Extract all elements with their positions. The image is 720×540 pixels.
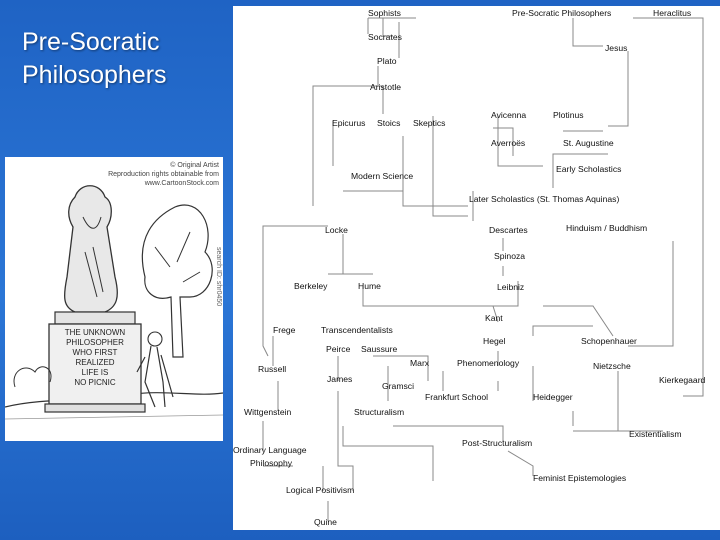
philosopher-cartoon: THE UNKNOWN PHILOSOPHER WHO FIRST REALIZ… xyxy=(5,157,223,441)
diagram-nodes: Sophists Pre-Socratic Philosophers Herac… xyxy=(233,8,706,527)
search-id: search ID: shr0450 xyxy=(215,247,222,306)
node-averroes: Averroës xyxy=(491,138,525,148)
node-modern-science: Modern Science xyxy=(351,171,413,181)
philosophy-lineage-diagram: Sophists Pre-Socratic Philosophers Herac… xyxy=(233,6,720,530)
cartoon-drawing: THE UNKNOWN PHILOSOPHER WHO FIRST REALIZ… xyxy=(5,161,223,420)
node-avicenna: Avicenna xyxy=(491,110,526,120)
node-wittgenstein: Wittgenstein xyxy=(244,407,292,417)
node-structuralism: Structuralism xyxy=(354,407,404,417)
node-later-scholastics: Later Scholastics (St. Thomas Aquinas) xyxy=(469,194,619,204)
lineage-svg: Sophists Pre-Socratic Philosophers Herac… xyxy=(233,8,706,527)
node-socrates: Socrates xyxy=(368,32,402,42)
plaque-line-2: PHILOSOPHER xyxy=(66,338,124,347)
node-ordinary-language-1: Ordinary Language xyxy=(233,445,307,455)
node-leibniz: Leibniz xyxy=(497,282,524,292)
node-skeptics: Skeptics xyxy=(413,118,445,128)
node-augustine: St. Augustine xyxy=(563,138,614,148)
node-russell: Russell xyxy=(258,364,286,374)
credit-line-1: © Original Artist xyxy=(170,161,219,169)
node-hinduism: Hinduism / Buddhism xyxy=(566,223,647,233)
node-saussure: Saussure xyxy=(361,344,398,354)
node-plotinus: Plotinus xyxy=(553,110,584,120)
node-post-structuralism: Post-Structuralism xyxy=(462,438,532,448)
node-early-scholastics: Early Scholastics xyxy=(556,164,621,174)
node-nietzsche: Nietzsche xyxy=(593,361,631,371)
plaque-line-4: REALIZED xyxy=(75,358,114,367)
node-ordinary-language-2: Philosophy xyxy=(250,458,293,468)
node-peirce: Peirce xyxy=(326,344,351,354)
credit-line-2: Reproduction rights obtainable from xyxy=(108,171,219,178)
plaque-line-1: THE UNKNOWN xyxy=(65,328,126,337)
node-stoics: Stoics xyxy=(377,118,400,128)
node-hegel: Hegel xyxy=(483,336,506,346)
node-marx: Marx xyxy=(410,358,430,368)
node-logical-positivism: Logical Positivism xyxy=(286,485,354,495)
connector-lines xyxy=(262,17,704,521)
credit-line-3: www.CartoonStock.com xyxy=(144,180,219,187)
node-kierkegaard: Kierkegaard xyxy=(659,375,706,385)
node-spinoza: Spinoza xyxy=(494,251,525,261)
node-sophists: Sophists xyxy=(368,8,401,18)
node-plato: Plato xyxy=(377,56,397,66)
node-frankfurt: Frankfurt School xyxy=(425,392,488,402)
plaque-line-5: LIFE IS xyxy=(82,368,109,377)
node-feminist-epistemologies: Feminist Epistemologies xyxy=(533,473,626,483)
node-presocratic: Pre-Socratic Philosophers xyxy=(512,8,611,18)
node-existentialism: Existentialism xyxy=(629,429,682,439)
plaque-line-6: NO PICNIC xyxy=(74,378,116,387)
node-quine: Quine xyxy=(314,517,337,527)
node-aristotle: Aristotle xyxy=(370,82,401,92)
node-jesus: Jesus xyxy=(605,43,627,53)
node-descartes: Descartes xyxy=(489,225,528,235)
node-james: James xyxy=(327,374,352,384)
node-heidegger: Heidegger xyxy=(533,392,573,402)
node-gramsci: Gramsci xyxy=(382,381,414,391)
node-schopenhauer: Schopenhauer xyxy=(581,336,637,346)
node-hume: Hume xyxy=(358,281,381,291)
node-berkeley: Berkeley xyxy=(294,281,328,291)
node-locke: Locke xyxy=(325,225,348,235)
node-transcendentalists: Transcendentalists xyxy=(321,325,393,335)
node-phenomenology: Phenomenology xyxy=(457,358,520,368)
node-frege: Frege xyxy=(273,325,296,335)
slide-title: Pre-Socratic Philosophers xyxy=(22,28,167,89)
node-heraclitus: Heraclitus xyxy=(653,8,691,18)
plaque-line-3: WHO FIRST xyxy=(73,348,118,357)
node-kant: Kant xyxy=(485,313,503,323)
node-epicurus: Epicurus xyxy=(332,118,365,128)
